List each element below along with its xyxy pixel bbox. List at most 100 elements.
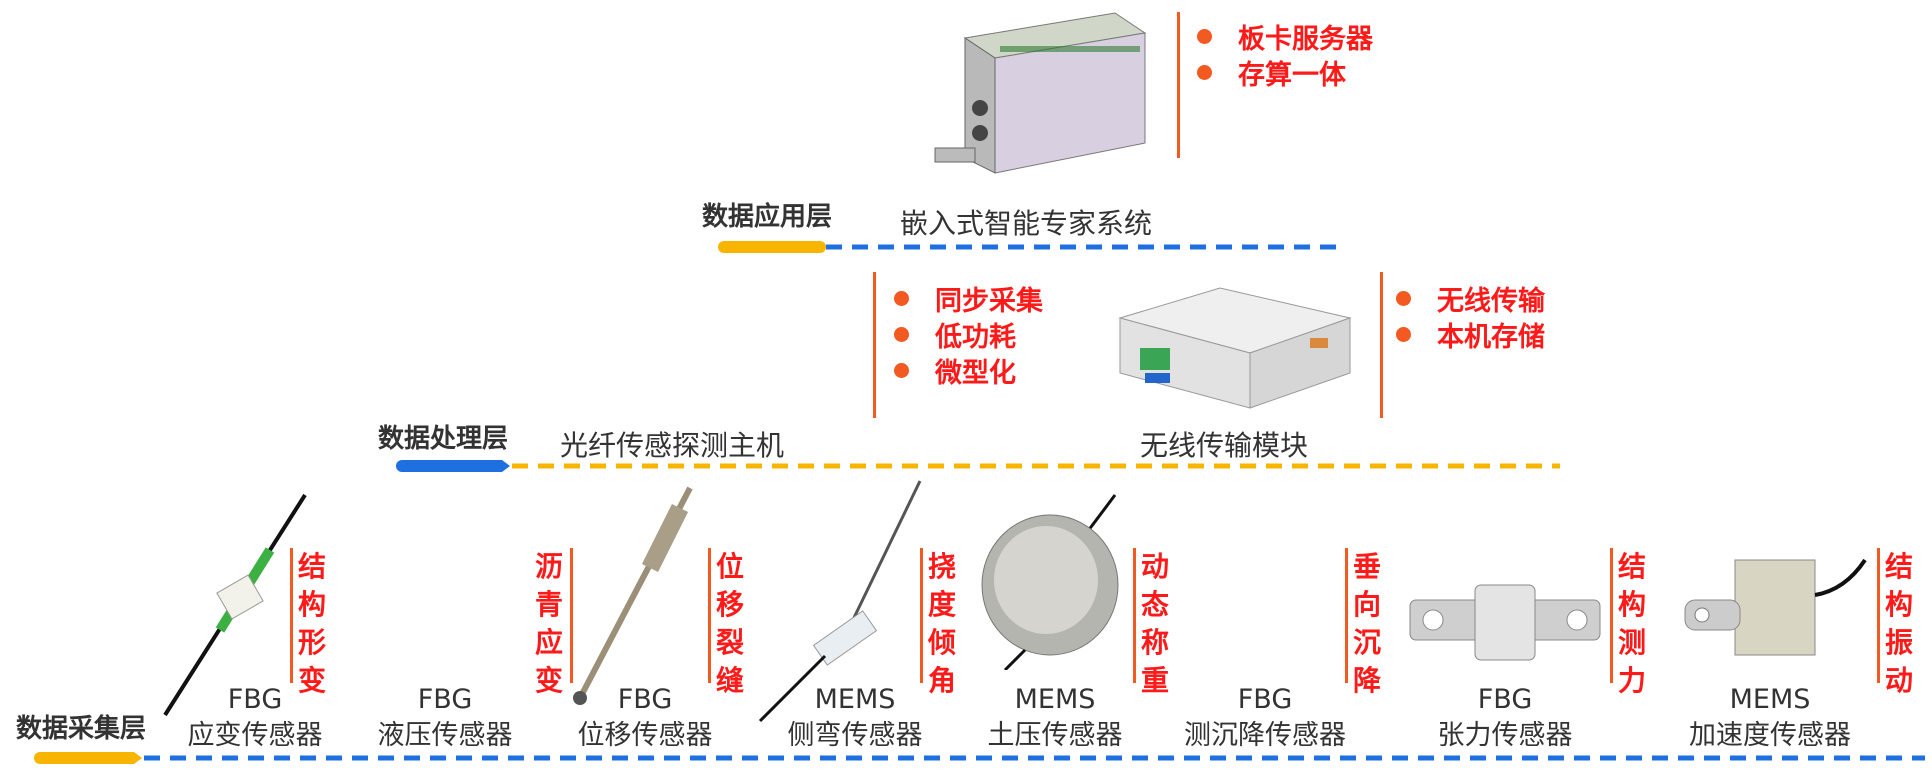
wireless-module-image [1100, 278, 1355, 418]
sensor-tech: MEMS [814, 684, 896, 715]
sensor-tech: MEMS [1014, 684, 1096, 715]
sensor-tag: 结构形变 [295, 548, 329, 700]
tension-sensor-image [1409, 584, 1601, 661]
sensor-tag-char: 动 [1140, 550, 1169, 583]
feature-item: 低功耗 [894, 316, 1043, 353]
sensor-tag-char: 振 [1884, 626, 1913, 659]
feature-item: 同步采集 [894, 280, 1043, 317]
sensor-tag-char: 应 [534, 626, 563, 659]
application-layer-title: 数据应用层 [702, 202, 833, 232]
sensor-tag-char: 角 [927, 664, 956, 697]
sensor-tag-char: 移 [715, 588, 744, 621]
sensor-tag-char: 称 [1140, 626, 1169, 659]
sensor-label: FBG 测沉降传感器 [1175, 682, 1355, 754]
sensor-tag-char: 降 [1352, 664, 1381, 697]
sensor-tag-char: 倾 [927, 626, 956, 659]
bullet-dot [894, 362, 909, 378]
sensor-tag-char: 动 [1884, 664, 1913, 697]
sensor-tag-divider [1610, 548, 1613, 683]
sensor-tag: 位移裂缝 [713, 548, 747, 700]
sensor-tag-char: 裂 [715, 626, 744, 659]
sensor-tag: 结构测力 [1615, 548, 1649, 700]
application-layer-bar [718, 241, 826, 253]
sensor-name: 土压传感器 [987, 720, 1123, 751]
sensor-tag-divider [1877, 548, 1880, 683]
bullet-dot [894, 326, 909, 342]
sensor-tag-char: 挠 [927, 550, 956, 583]
bullet-dot [1197, 64, 1212, 80]
sensor-name: 加速度传感器 [1689, 720, 1851, 751]
acquisition-layer-title: 数据采集层 [16, 714, 147, 744]
sensor-tag-char: 变 [534, 664, 563, 697]
sensor-tag-char: 结 [1617, 550, 1646, 583]
displacement-sensor-image [573, 486, 693, 705]
sensor-name: 应变传感器 [187, 720, 323, 751]
sensor-name: 侧弯传感器 [787, 720, 923, 751]
sensor-tag: 沥青应变 [532, 548, 566, 700]
host-device-name: 光纤传感探测主机 [560, 429, 785, 462]
sensor-name: 液压传感器 [377, 720, 513, 751]
sensor-tag-divider [570, 548, 573, 683]
sensor-label: MEMS 加速度传感器 [1680, 682, 1860, 754]
sensor-tag-char: 沉 [1352, 626, 1381, 659]
sensor-tag-char: 垂 [1352, 550, 1381, 583]
bullet-dot [1396, 290, 1411, 306]
server-feature-divider [1177, 12, 1180, 158]
feature-item: 无线传输 [1396, 280, 1545, 317]
sensor-tag-char: 沥 [534, 550, 563, 583]
sensor-tag-char: 位 [715, 550, 744, 583]
sensor-tag-char: 测 [1617, 626, 1646, 659]
sensor-tag-char: 构 [1884, 588, 1913, 621]
sensor-label: MEMS 土压传感器 [980, 682, 1130, 754]
sensor-tag-char: 重 [1140, 664, 1169, 697]
wireless-device-name: 无线传输模块 [1140, 429, 1309, 462]
sensor-tag-char: 构 [1617, 588, 1646, 621]
sensor-name: 位移传感器 [577, 720, 713, 751]
feature-label: 同步采集 [935, 285, 1043, 317]
sensor-tag-char: 结 [1884, 550, 1913, 583]
server-card-image [905, 8, 1150, 178]
wireless-feature-divider [1380, 272, 1383, 418]
sensor-tag-divider [1345, 548, 1348, 683]
bullet-dot [894, 290, 909, 306]
sensor-label: MEMS 侧弯传感器 [780, 682, 930, 754]
sensor-tag: 动态称重 [1138, 548, 1172, 700]
feature-label: 低功耗 [935, 321, 1016, 353]
feature-label: 板卡服务器 [1238, 23, 1373, 55]
feature-item: 本机存储 [1396, 316, 1545, 353]
feature-item: 存算一体 [1197, 54, 1373, 91]
sensor-tag-char: 度 [927, 588, 956, 621]
sensor-label: FBG 应变传感器 [180, 682, 330, 754]
sensor-tech: FBG [417, 684, 473, 715]
sensor-tag-char: 向 [1352, 588, 1381, 621]
processing-layer-title: 数据处理层 [378, 424, 509, 454]
sensor-tag-char: 结 [297, 550, 326, 583]
sensor-tag-char: 缝 [715, 664, 744, 697]
sensor-tag-char: 形 [297, 626, 326, 659]
sensor-tag-divider [290, 548, 293, 683]
sensor-tech: MEMS [1729, 684, 1811, 715]
accelerometer-image [1684, 558, 1867, 656]
sensor-tag-divider [920, 548, 923, 683]
acquisition-layer-bar [34, 752, 142, 764]
sensor-tag-char: 变 [297, 664, 326, 697]
sensor-tag: 挠度倾角 [925, 548, 959, 700]
sensor-tag-char: 构 [297, 588, 326, 621]
host-feature-list: 同步采集 低功耗 微型化 [894, 280, 1043, 389]
sensor-tag-char: 力 [1617, 664, 1646, 697]
server-feature-list: 板卡服务器 存算一体 [1197, 18, 1373, 91]
sensor-name: 测沉降传感器 [1184, 720, 1346, 751]
earth-pressure-sensor-image [981, 494, 1119, 670]
feature-label: 微型化 [935, 357, 1016, 389]
host-feature-divider [873, 272, 876, 418]
sensor-tag-char: 青 [534, 588, 563, 621]
strain-sensor-image [163, 493, 307, 717]
sensor-name: 张力传感器 [1437, 720, 1573, 751]
wireless-feature-list: 无线传输 本机存储 [1396, 280, 1545, 353]
sensor-label: FBG 张力传感器 [1430, 682, 1580, 754]
sensor-tag-divider [1133, 548, 1136, 683]
sensor-tech: FBG [227, 684, 283, 715]
sensor-tech: FBG [617, 684, 673, 715]
bullet-dot [1396, 326, 1411, 342]
